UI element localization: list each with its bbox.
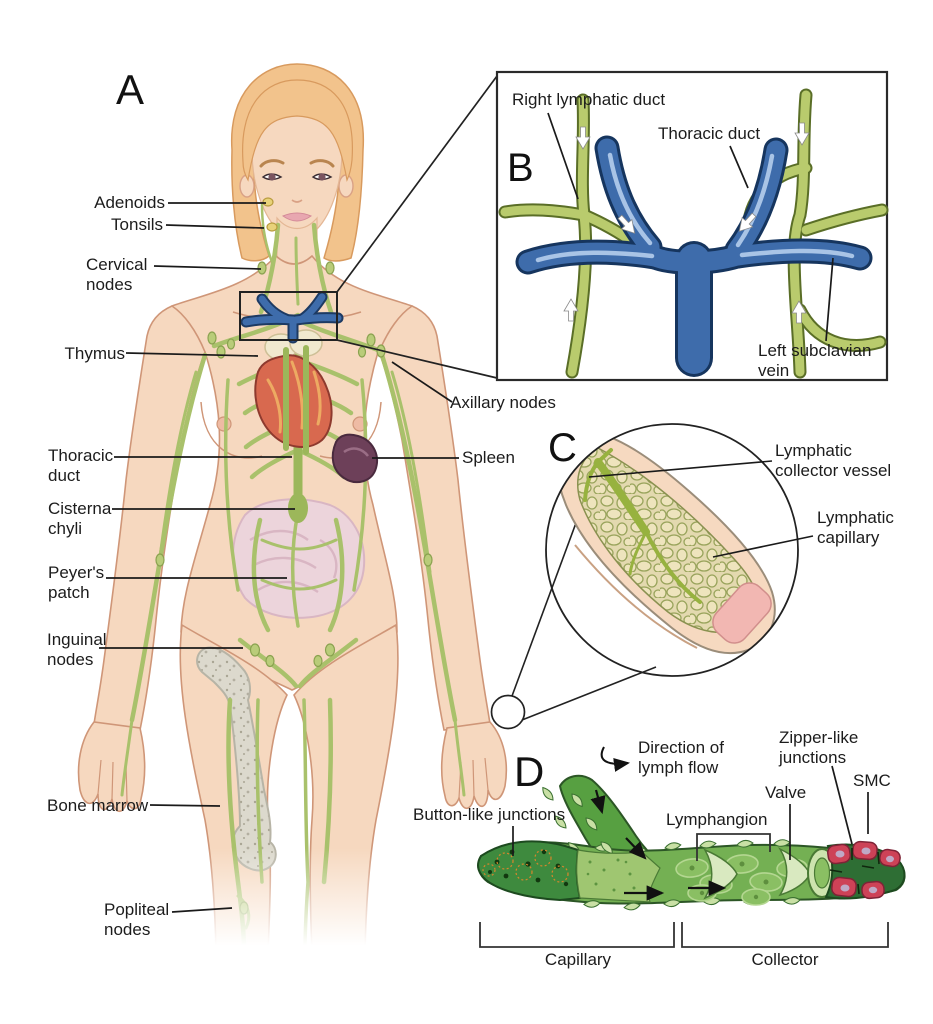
hand-right [441, 721, 508, 810]
label-adenoids: Adenoids [94, 193, 165, 212]
leg-fade [150, 848, 430, 978]
label-thymus: Thymus [64, 344, 125, 363]
hand-zoom-circle [490, 694, 526, 730]
panel-b [495, 70, 889, 382]
label-inguinal-nodes: Inguinal nodes [47, 630, 107, 670]
label-direction-of-lymph-flow: Direction of lymph flow [638, 738, 724, 778]
label-popliteal-nodes: Popliteal nodes [104, 900, 170, 940]
prelymphatic-segment [576, 849, 661, 903]
face-features [259, 159, 335, 222]
panel-b-letter: B [507, 146, 534, 190]
label-tonsils: Tonsils [111, 215, 163, 234]
label-cisterna-chyli: Cisterna chyli [48, 499, 112, 539]
label-valve: Valve [765, 783, 807, 802]
panel-b-veins [515, 135, 873, 377]
label-thoracic-duct-b: Thoracic duct [658, 124, 761, 143]
panel-d [477, 746, 906, 948]
panel-d-brackets [479, 833, 889, 948]
speckles [586, 858, 636, 892]
label-zipper-like-junctions: Zipper-like junctions [779, 728, 859, 768]
hair-fringe [242, 79, 353, 182]
body-illustration [77, 63, 508, 978]
panel-a-letter: A [116, 66, 145, 113]
cisterna-chyli [288, 493, 308, 523]
panel-c-circle [545, 423, 799, 677]
label-lymphatic-collector-vessel: Lymphatic collector vessel [775, 441, 892, 481]
panel-c-pointer-lines [588, 460, 814, 558]
finger-crease [574, 544, 698, 649]
label-thoracic-duct: Thoracic duct [48, 446, 114, 486]
collector-vessel [583, 448, 702, 604]
capillary-segment [477, 840, 582, 902]
panel-b-pointer-lines [547, 112, 834, 342]
panel-c [490, 423, 814, 730]
fingernail [712, 582, 772, 644]
label-cervical-nodes: Cervical nodes [86, 255, 148, 295]
tonsil [266, 222, 278, 232]
label-collector: Collector [751, 950, 819, 969]
label-smc: SMC [853, 771, 891, 790]
panel-c-letter: C [548, 426, 577, 470]
panel-d-letter: D [514, 748, 545, 795]
label-lymphatic-capillary: Lymphatic capillary [817, 508, 894, 548]
label-capillary: Capillary [544, 950, 612, 969]
nipple-left [216, 416, 232, 432]
zoom-callout-lines-b [336, 75, 498, 379]
intestines [232, 498, 366, 619]
chest-zoom-box [239, 291, 338, 341]
panel-a-pointer-lines [99, 202, 459, 913]
ear-right [338, 174, 354, 198]
label-peyers-patch: Peyer's patch [48, 563, 105, 603]
label-button-like-junctions: Button-like junctions [413, 805, 566, 824]
label-spleen: Spleen [462, 448, 515, 467]
spleen-organ [331, 433, 378, 484]
chest-veins-blue [240, 291, 344, 344]
smc-cells [827, 840, 901, 900]
button-junction-pattern [482, 849, 569, 887]
label-bone-marrow: Bone marrow [47, 796, 149, 815]
direction-arrow [600, 746, 630, 772]
collector-open-end-inner [813, 857, 831, 889]
label-axillary-nodes: Axillary nodes [450, 393, 556, 412]
label-lymphangion: Lymphangion [666, 810, 768, 829]
heart [254, 354, 333, 448]
adenoid [262, 197, 274, 207]
panel-d-pointer-lines [512, 765, 869, 860]
label-left-subclavian-vein: Left subclavian vein [758, 341, 872, 381]
spleen-highlight [343, 447, 369, 457]
lymph-flow-arrows [590, 789, 727, 901]
heart-lymph-vessels [283, 345, 309, 455]
label-right-lymphatic-duct: Right lymphatic duct [512, 90, 666, 109]
panel-c-contents [554, 428, 776, 654]
